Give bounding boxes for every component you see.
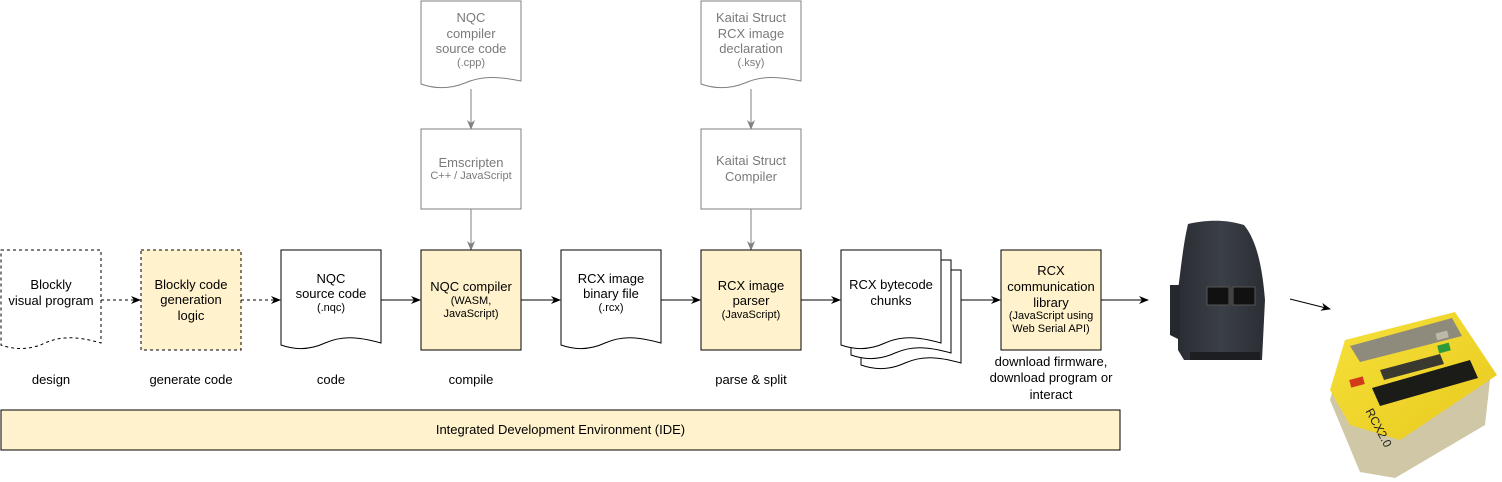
line: generation: [160, 292, 222, 308]
ext: (.cpp): [456, 56, 486, 69]
caption-code: code: [316, 372, 346, 387]
blockly-program-document[interactable]: [0, 249, 102, 349]
line: compiler: [446, 25, 496, 41]
rcx-comm-lib-box[interactable]: [1000, 249, 1102, 351]
title: Kaitai Struct: [715, 153, 787, 169]
blockly-program-label: Blockly visual program: [1, 258, 101, 328]
blockly-codegen-box[interactable]: [140, 249, 242, 351]
ext: (.ksy): [737, 56, 765, 69]
caption-comm: download firmware, download program or i…: [981, 354, 1121, 403]
line: RCX image: [717, 277, 785, 293]
rcx-chunks-label: RCX bytecode chunks: [841, 258, 941, 328]
line: binary file: [583, 286, 639, 302]
line: interact: [1029, 386, 1073, 402]
line: RCX image: [577, 270, 645, 286]
title: Emscripten: [438, 154, 504, 170]
blockly-codegen-label: Blockly code generation logic: [141, 250, 241, 350]
ide-label: Integrated Development Environment (IDE): [435, 422, 686, 438]
rcx-comm-lib-label: RCX communication library (JavaScript us…: [1001, 250, 1101, 350]
sub: JavaScript): [443, 307, 499, 320]
sub: (WASM,: [450, 294, 492, 307]
line: download program or: [989, 370, 1113, 386]
caption-design: design: [31, 372, 71, 387]
line: download firmware,: [994, 354, 1108, 369]
sub: (JavaScript using: [1008, 310, 1094, 323]
line: RCX: [1037, 263, 1065, 279]
sub: Web Serial API): [1012, 323, 1090, 336]
caption-parse-split: parse & split: [715, 372, 787, 387]
kaitai-compiler-box[interactable]: [700, 128, 802, 210]
rcx-image-label: RCX image binary file (.rcx): [561, 258, 661, 328]
emscripten-box[interactable]: [420, 128, 522, 210]
kaitai-compiler-label: Kaitai Struct Compiler: [701, 129, 801, 209]
arrow-tower-to-rcx: [1289, 298, 1331, 311]
rcx-brick-photo: RCX2.0: [1330, 312, 1497, 478]
line: NQC compiler: [430, 279, 512, 295]
ir-tower-photo: [1170, 220, 1265, 360]
ksy-source-document[interactable]: [700, 0, 802, 89]
line: RCX image: [717, 25, 785, 41]
line: communication: [1007, 279, 1095, 295]
ext: (.nqc): [316, 302, 346, 314]
line: library: [1033, 294, 1069, 310]
line: source code: [295, 286, 367, 302]
ksy-source-label: Kaitai Struct RCX image declaration (.ks…: [701, 4, 801, 76]
line: visual program: [8, 293, 94, 308]
line: logic: [177, 307, 205, 323]
line: Kaitai Struct: [715, 10, 787, 26]
nqc-compiler-label: NQC compiler (WASM, JavaScript): [421, 250, 521, 350]
line: declaration: [719, 41, 783, 57]
nqc-cpp-source-document[interactable]: [420, 0, 522, 89]
ext: (.rcx): [598, 302, 624, 314]
subtitle: C++ / JavaScript: [430, 170, 512, 183]
emscripten-label: Emscripten C++ / JavaScript: [421, 129, 521, 209]
rcx-parser-box[interactable]: [700, 249, 802, 351]
nqc-source-label: NQC source code (.nqc): [281, 258, 381, 328]
line: RCX bytecode: [849, 277, 933, 293]
line: chunks: [870, 293, 912, 308]
line: NQC: [456, 10, 486, 26]
rcx-parser-label: RCX image parser (JavaScript): [701, 250, 801, 350]
rcx-chunks-multidocument[interactable]: [840, 249, 962, 369]
nqc-compiler-box[interactable]: [420, 249, 522, 351]
nqc-source-document[interactable]: [280, 249, 382, 349]
rcx-image-document[interactable]: [560, 249, 662, 349]
nqc-cpp-source-label: NQC compiler source code (.cpp): [421, 4, 521, 76]
line: Blockly: [30, 277, 72, 293]
caption-compile: compile: [448, 372, 494, 387]
line: Blockly code: [154, 276, 228, 292]
caption-generate-code: generate code: [149, 372, 233, 387]
sub: (JavaScript): [721, 309, 781, 321]
line: NQC: [316, 270, 346, 286]
title: Compiler: [724, 169, 777, 184]
ide-bar[interactable]: [0, 409, 1121, 451]
line: parser: [732, 293, 770, 309]
line: source code: [435, 41, 507, 57]
